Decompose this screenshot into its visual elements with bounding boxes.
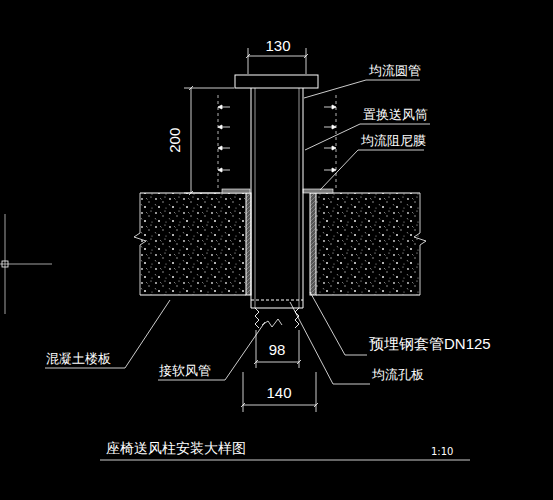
drawing-title: 座椅送风柱安装大样图 — [105, 441, 247, 456]
scale-label: 1:10 — [430, 446, 454, 457]
part-label: 均流孔板 — [371, 368, 425, 382]
airflow-arrowhead — [218, 125, 222, 129]
dimension: 98 — [268, 342, 287, 359]
part-label: 接软风管 — [158, 364, 212, 378]
airflow-arrowhead — [332, 125, 336, 129]
airflow-arrowhead — [332, 105, 336, 109]
airflow-arrowhead — [218, 168, 222, 172]
part-label: 预埋钢套管DN125 — [368, 336, 492, 353]
airflow-arrowhead — [332, 168, 336, 172]
airflow-arrowhead — [218, 105, 222, 109]
dimension: 200 — [168, 126, 185, 153]
airflow-arrowhead — [332, 146, 336, 150]
airflow-arrowhead — [218, 146, 222, 150]
part-label: 均流圆管 — [368, 64, 422, 78]
dimension: 130 — [264, 38, 291, 55]
part-label: 均流阻尼膜 — [360, 134, 427, 148]
part-label: 置换送风筒 — [362, 108, 429, 122]
dimension: 140 — [265, 385, 292, 402]
part-label: 混凝土楼板 — [45, 352, 112, 366]
